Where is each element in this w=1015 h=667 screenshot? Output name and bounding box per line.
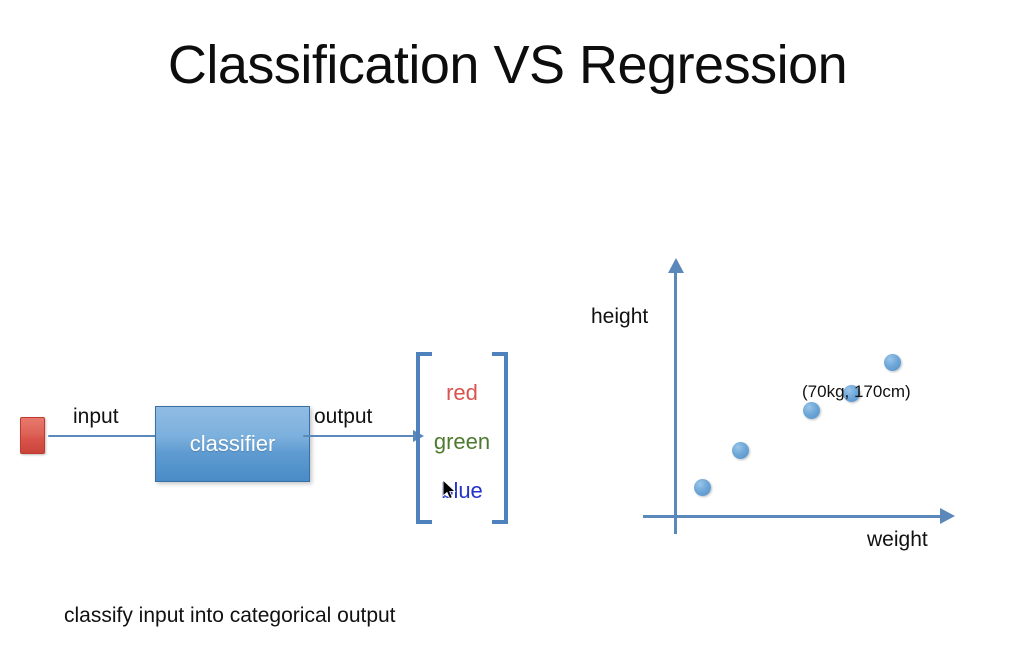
classification-diagram: input classifier output red green blue c… (20, 352, 510, 627)
scatter-point (694, 479, 711, 496)
output-arrow-label: output (314, 405, 373, 428)
point-annotation: (70kg, 170cm) (802, 382, 911, 401)
input-arrow-label: input (73, 405, 119, 428)
classifier-box: classifier (155, 406, 310, 482)
class-label-set: red green blue (414, 352, 510, 524)
scatter-point (732, 442, 749, 459)
scatter-point (884, 354, 901, 371)
x-axis-line (643, 515, 943, 518)
class-label-red: red (446, 380, 478, 405)
input-arrow (48, 427, 168, 445)
x-axis-arrow-icon (940, 508, 955, 524)
class-label-green: green (433, 429, 491, 454)
output-arrow (303, 427, 425, 445)
classifier-box-label: classifier (189, 431, 276, 456)
y-axis-arrow-icon (668, 258, 684, 273)
y-axis-label: height (591, 305, 649, 328)
class-label-blue: blue (441, 478, 483, 503)
classification-caption: classify input into categorical output (64, 604, 396, 627)
scatter-point (803, 402, 820, 419)
x-axis-label: weight (867, 528, 928, 551)
input-arrow-line (48, 435, 158, 437)
scatter-point (843, 385, 860, 402)
page-title: Classification VS Regression (167, 35, 848, 95)
output-arrow-line (303, 435, 415, 437)
mouse-pointer-icon (443, 480, 457, 500)
input-swatch (20, 417, 45, 454)
right-bracket-icon (492, 352, 508, 524)
y-axis-line (674, 272, 677, 534)
regression-chart: height weight (70kg, 170cm) how tall is … (560, 0, 1015, 667)
left-bracket-icon (416, 352, 432, 524)
